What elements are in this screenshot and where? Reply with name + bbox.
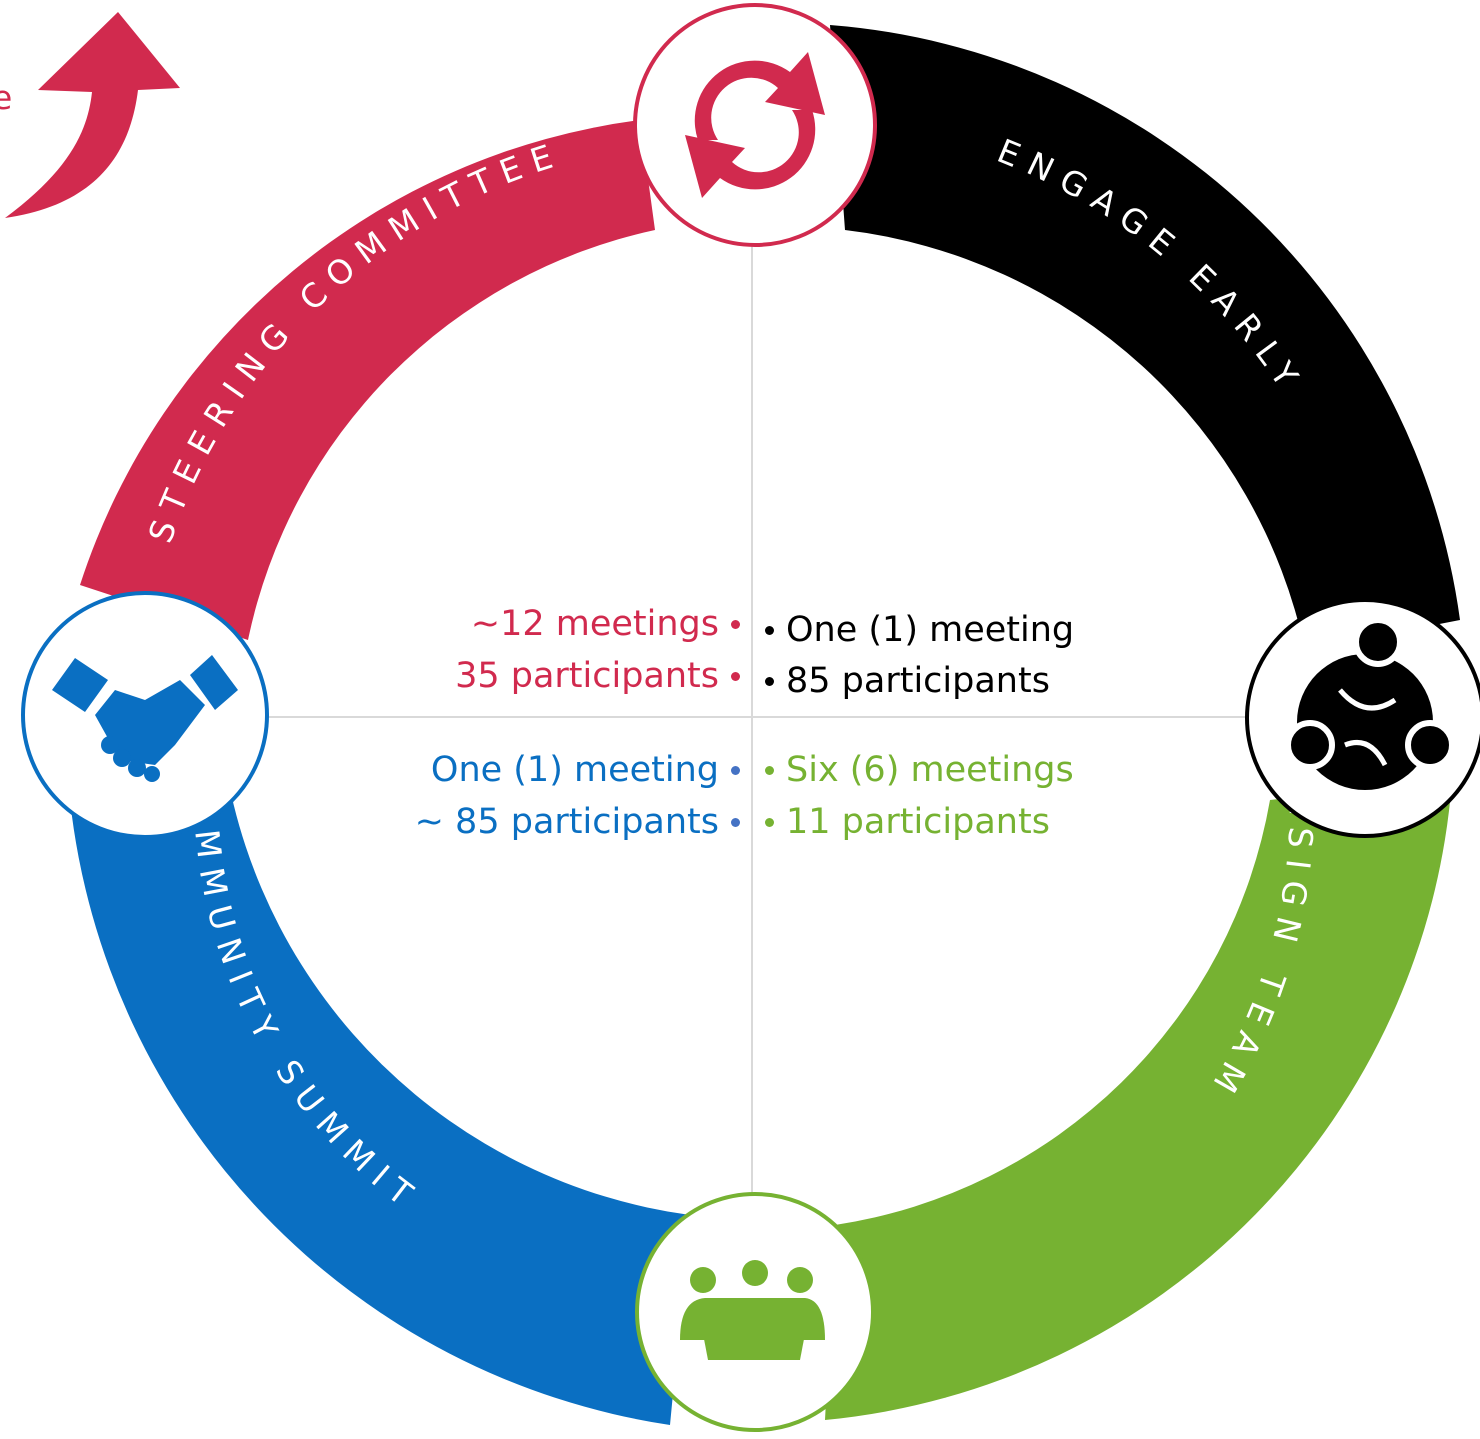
- stat-design-participants: 11 participants: [765, 796, 1050, 848]
- stat-text: ~12 meetings: [470, 604, 719, 644]
- bullet-dot: [731, 671, 740, 681]
- stat-text: One (1) meeting: [786, 610, 1075, 650]
- segment-steering-committee: [80, 120, 655, 640]
- bullet-dot: [731, 619, 740, 629]
- bullet-dot: [765, 676, 774, 686]
- people-puzzle-icon: [1285, 617, 1455, 790]
- stat-text: Six (6) meetings: [786, 750, 1074, 790]
- curved-arrow-icon: [5, 12, 180, 218]
- stat-text: 85 participants: [786, 661, 1050, 701]
- stat-engage-meetings: One (1) meeting: [765, 604, 1074, 656]
- refresh-icon: [685, 52, 825, 198]
- handshake-icon: [52, 655, 238, 782]
- stat-text: ~ 85 participants: [414, 802, 719, 842]
- segment-design-team: [825, 780, 1452, 1420]
- bullet-dot: [731, 765, 740, 775]
- stat-design-meetings: Six (6) meetings: [765, 744, 1074, 796]
- stat-engage-participants: 85 participants: [765, 655, 1050, 707]
- stat-text: 11 participants: [786, 802, 1050, 842]
- node-right: [1245, 598, 1480, 838]
- stat-text: 35 participants: [455, 656, 719, 696]
- bullet-dot: [765, 817, 774, 827]
- bullet-dot: [731, 817, 740, 827]
- node-left: [21, 591, 269, 839]
- segment-community-summit: [70, 762, 690, 1425]
- stat-steering-participants: 35 participants: [455, 650, 740, 702]
- bullet-dot: [765, 625, 774, 635]
- stat-steering-meetings: ~12 meetings: [471, 598, 740, 650]
- node-top: [633, 3, 877, 247]
- stat-text: One (1) meeting: [430, 750, 719, 790]
- stat-summit-participants: ~ 85 participants: [415, 796, 740, 848]
- node-bottom: [635, 1192, 875, 1432]
- corner-fragment-text: e: [0, 78, 13, 117]
- bullet-dot: [765, 765, 774, 775]
- meeting-group-icon: [680, 1260, 825, 1360]
- stat-summit-meetings: One (1) meeting: [431, 744, 740, 796]
- segment-engage-early: [830, 25, 1460, 650]
